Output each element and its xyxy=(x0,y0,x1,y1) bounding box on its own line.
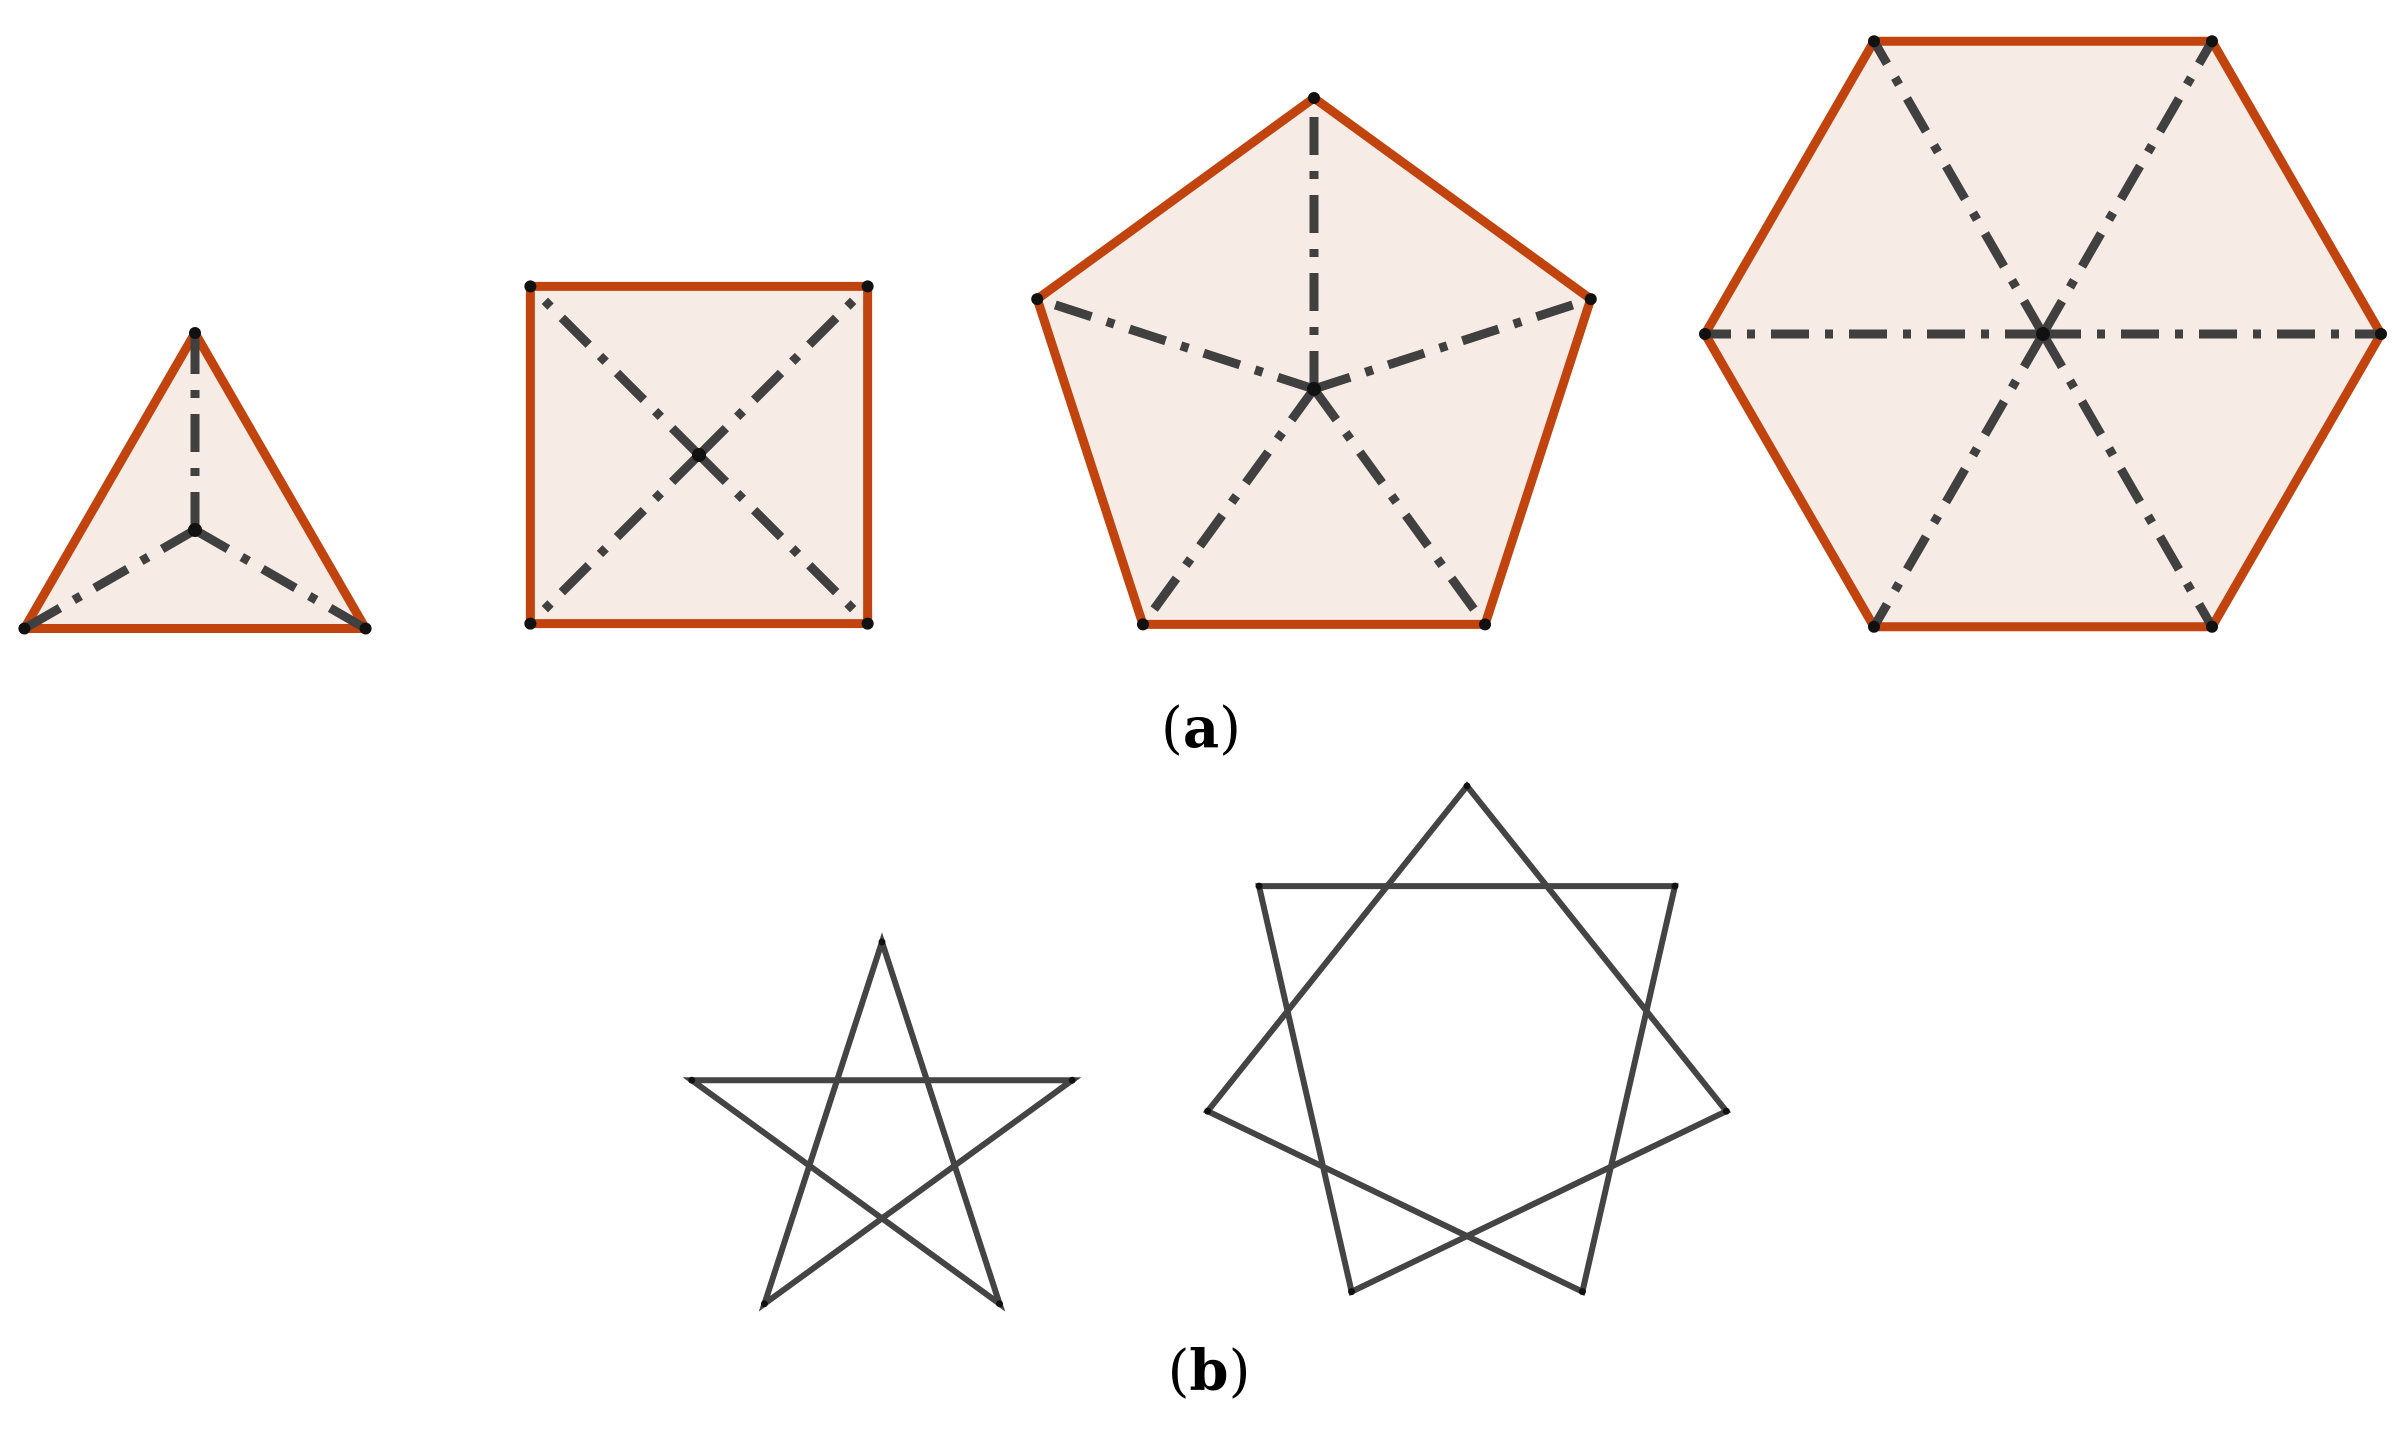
triangle-radius-3 xyxy=(22,526,198,633)
triangle-vertex-1 xyxy=(189,327,201,339)
square-vertex-1 xyxy=(524,280,537,293)
hexagon-radius-2 xyxy=(2039,331,2216,629)
triangle-vertex-3 xyxy=(18,622,31,635)
hexagon-radius-6 xyxy=(2039,39,2216,337)
square-vertex-2 xyxy=(861,280,874,293)
pentagon-vertex-4 xyxy=(1136,618,1149,631)
caption-a: (a) xyxy=(1161,695,1241,761)
heptagram-vertex-3 xyxy=(1722,1107,1730,1115)
pentagon-vertex-1 xyxy=(1308,92,1320,104)
hexagon-center xyxy=(2036,327,2050,341)
hexagon-vertex-2 xyxy=(2206,620,2218,633)
pentagram-vertex-3 xyxy=(996,1300,1004,1308)
pentagon-radius-5 xyxy=(1035,294,1316,394)
pentagon-vertex-5 xyxy=(1031,293,1044,306)
pentagon-group xyxy=(1031,92,1597,631)
heptagram-vertex-4 xyxy=(1578,1288,1586,1296)
hexagon-vertex-4 xyxy=(1699,328,1711,340)
caption-b: (b) xyxy=(1168,1338,1251,1404)
pentagon-vertex-2 xyxy=(1584,293,1597,306)
panel-b xyxy=(682,781,1732,1312)
pentagon-radius-2 xyxy=(1312,294,1593,394)
hexagon-radius-3 xyxy=(1870,331,2047,629)
hexagon-vertex-5 xyxy=(1868,35,1880,48)
triangle xyxy=(19,328,371,633)
triangle-center xyxy=(188,523,202,537)
square-vertex-3 xyxy=(861,617,874,630)
pentagon-radius-3 xyxy=(1310,386,1489,628)
heptagram-group xyxy=(1202,781,1732,1296)
hexagon-vertex-1 xyxy=(2375,328,2387,340)
panel-a xyxy=(18,35,2387,635)
pentagram-vertex-5 xyxy=(688,1076,696,1084)
pentagram xyxy=(682,932,1082,1312)
heptagram-vertex-2 xyxy=(1671,882,1679,890)
hexagon-radius-5 xyxy=(1870,39,2047,337)
triangle-group xyxy=(18,327,372,635)
heptagram xyxy=(1202,781,1732,1296)
heptagram-vertex-1 xyxy=(1463,782,1471,790)
pentagon-vertex-3 xyxy=(1479,618,1492,631)
square-group xyxy=(524,280,874,630)
pentagon-radius-4 xyxy=(1139,386,1318,628)
heptagram-vertex-5 xyxy=(1348,1288,1356,1296)
pentagon-center xyxy=(1307,382,1321,396)
pentagram-vertex-2 xyxy=(1068,1076,1076,1084)
square-center xyxy=(692,448,706,462)
pentagram-group xyxy=(682,932,1082,1312)
pentagram-vertex-4 xyxy=(760,1300,768,1308)
pentagram-vertex-1 xyxy=(878,938,886,946)
hexagon-group xyxy=(1699,35,2387,633)
square-vertex-4 xyxy=(524,617,537,630)
hexagon-vertex-6 xyxy=(2206,35,2218,48)
heptagram-vertex-6 xyxy=(1204,1107,1212,1115)
triangle-vertex-2 xyxy=(359,622,372,635)
heptagram-vertex-7 xyxy=(1255,882,1263,890)
hexagon-vertex-3 xyxy=(1868,620,1880,633)
triangle-radius-2 xyxy=(192,526,368,633)
